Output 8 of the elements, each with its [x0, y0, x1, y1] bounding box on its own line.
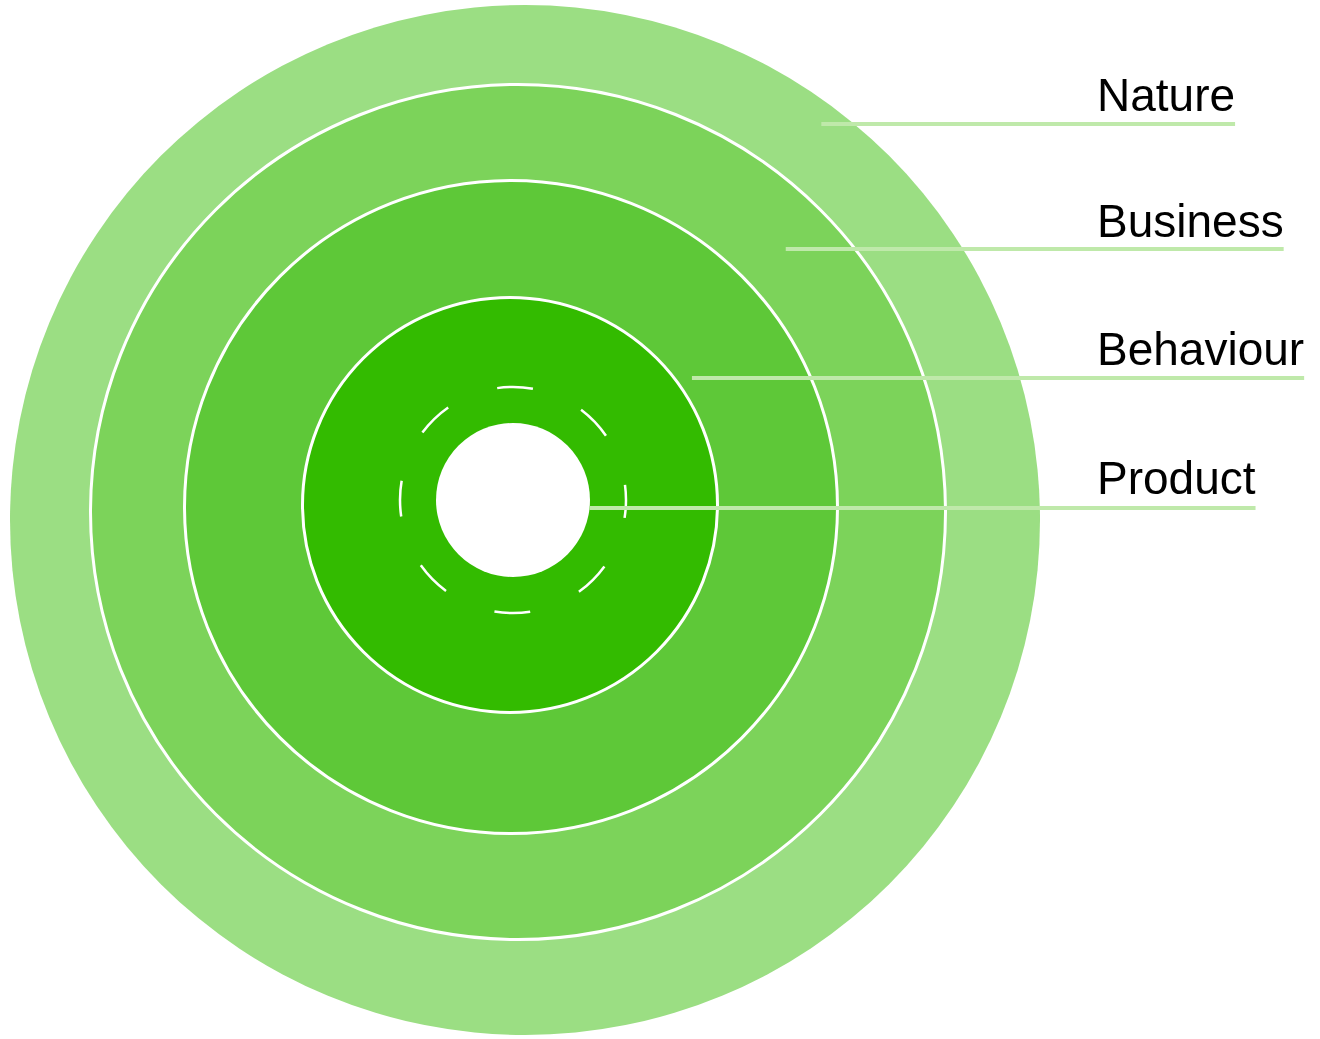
ring-label: Business: [1097, 198, 1284, 249]
leader-line: [821, 122, 1236, 126]
ring-label: Nature: [1097, 72, 1236, 124]
ring-label: Behaviour: [1097, 326, 1305, 378]
leader-line: [589, 506, 1256, 510]
leader-line: [785, 247, 1284, 251]
leader-line: [691, 376, 1305, 380]
ring-label: Product: [1097, 455, 1256, 508]
